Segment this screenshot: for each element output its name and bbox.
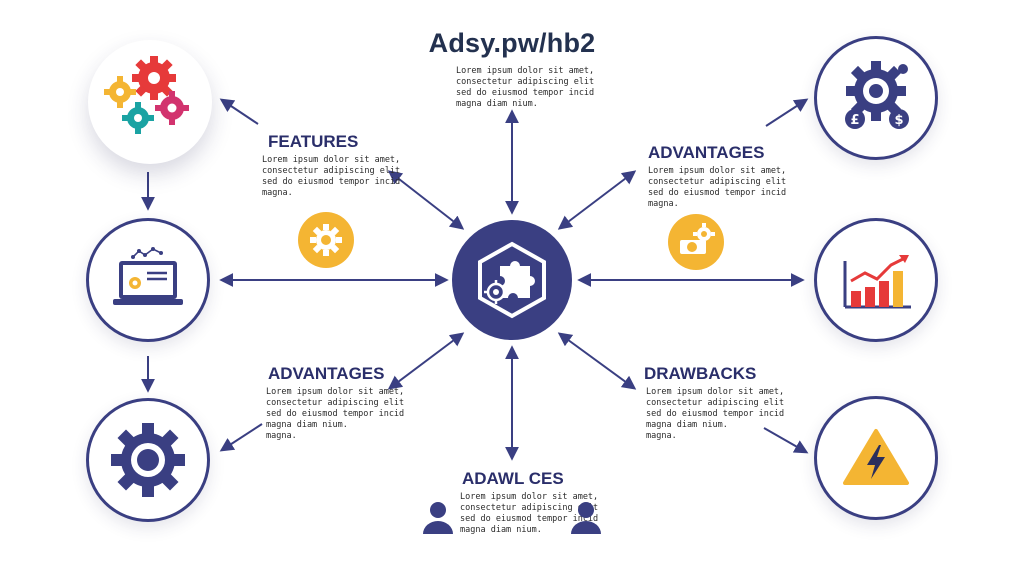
gear-node: [86, 398, 210, 522]
drawbacks-heading: DRAWBACKS: [644, 364, 757, 383]
advantages-gear-badge: [668, 214, 724, 270]
drawbacks-body-text: Lorem ipsum dolor sit amet, consectetur …: [646, 387, 785, 441]
person-icon: [571, 502, 601, 534]
bottom-heading: ADAWL CES: [462, 469, 564, 488]
arrow-hub-lower-left: [387, 332, 465, 390]
puzzle-gear-icon: [478, 241, 546, 319]
advantages-top-body-text: Lorem ipsum dolor sit amet, consectetur …: [648, 166, 787, 209]
arrow-hub-upper-left: [387, 170, 465, 230]
colored-gears-icon: [104, 56, 189, 134]
arrow-to-lower-gear: [219, 423, 263, 452]
colored-gears-node: [88, 40, 212, 164]
features-body-text: Lorem ipsum dolor sit amet, consectetur …: [262, 155, 401, 198]
gears-machine-icon: [680, 223, 715, 254]
arrow-hub-upper-right: [557, 170, 637, 230]
warning-lightning-icon: [843, 429, 909, 485]
arrow-to-warning: [763, 427, 809, 454]
rising-bar-chart-icon: [843, 255, 911, 309]
gear-currency-icon: £ $: [845, 61, 909, 129]
page-title: Adsy.pw/hb2: [428, 28, 596, 58]
person-icon: [423, 502, 453, 534]
svg-text:£: £: [850, 113, 859, 128]
features-heading: FEATURES: [268, 132, 359, 151]
advantages-bottom-heading: ADVANTAGES: [268, 364, 385, 383]
arrow-hub-lower-right: [557, 332, 637, 390]
advantages-bottom-body-text: Lorem ipsum dolor sit amet, consectetur …: [266, 387, 405, 441]
warning-node: [814, 396, 938, 520]
currency-gear-node: £ $: [814, 36, 938, 160]
gear-icon: [111, 423, 185, 497]
arrow-to-gears: [219, 98, 259, 125]
features-gear-badge: [298, 212, 354, 268]
arrow-to-currency: [765, 98, 809, 127]
gear-icon: [310, 224, 342, 256]
central-hub: [452, 220, 572, 340]
header-body-text: Lorem ipsum dolor sit amet, consectetur …: [456, 66, 595, 109]
laptop-node: [86, 218, 210, 342]
advantages-top-heading: ADVANTAGES: [648, 143, 765, 162]
growth-chart-node: [814, 218, 938, 342]
svg-text:$: $: [894, 113, 903, 128]
laptop-gear-icon: [113, 247, 183, 305]
